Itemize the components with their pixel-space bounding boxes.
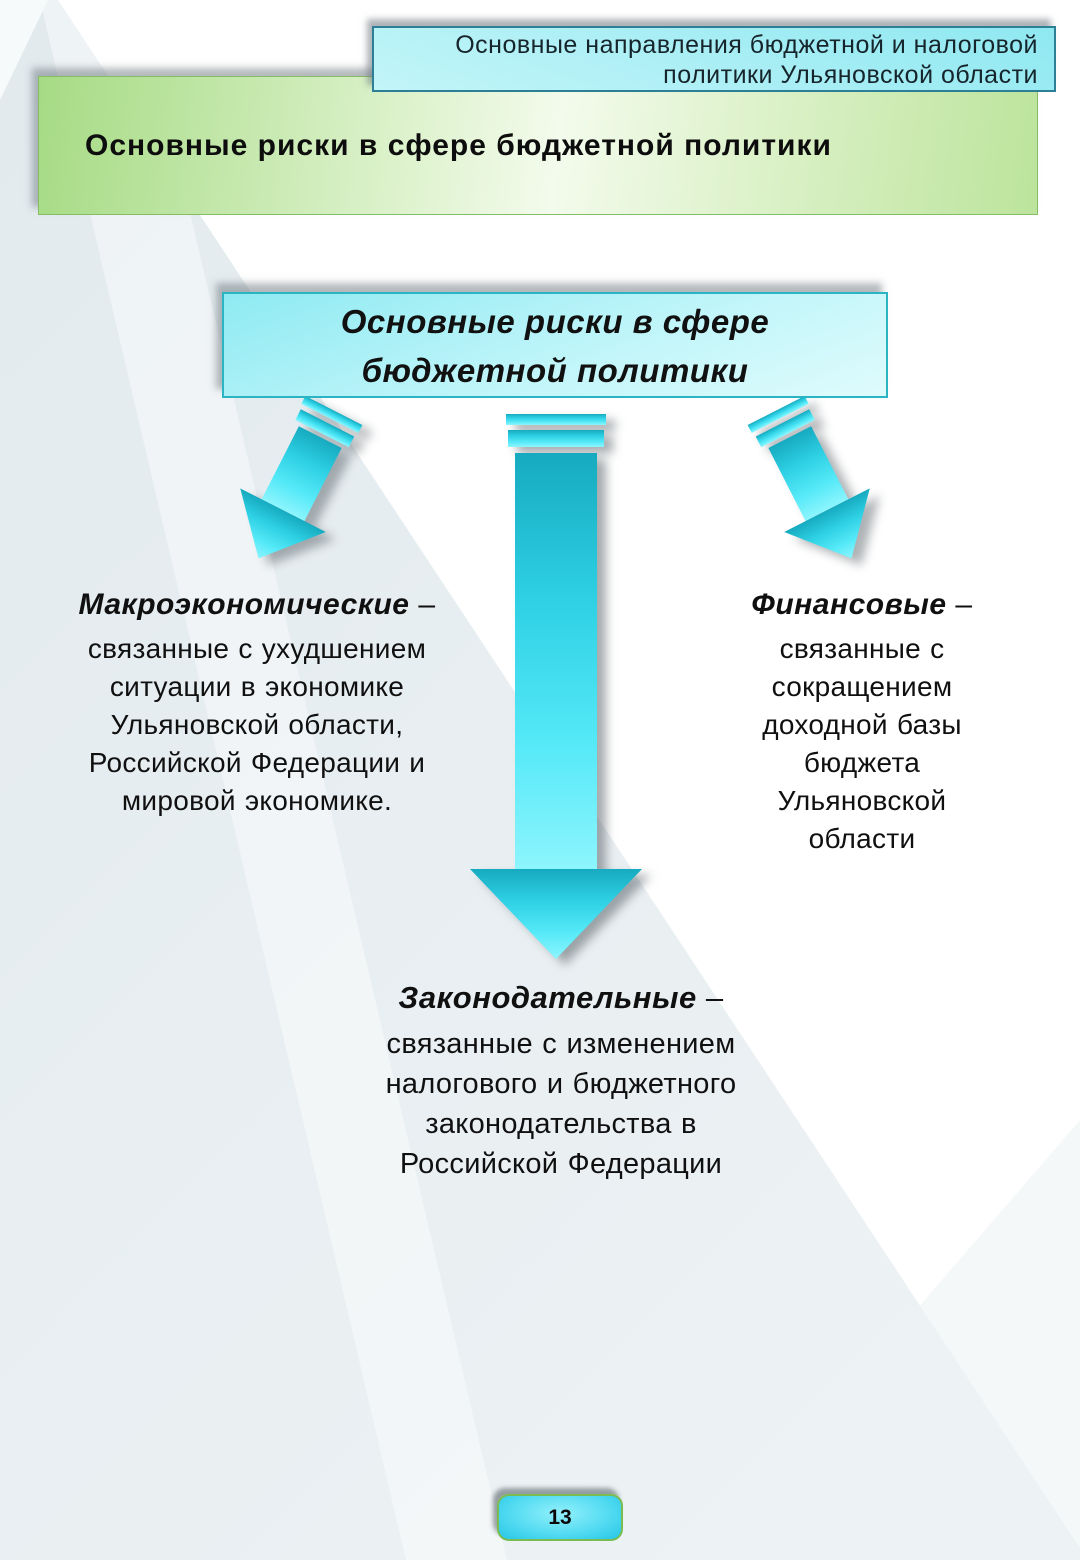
branch-macroeconomic-line: ситуации в экономике: [109, 671, 405, 702]
branch-legislative: Законодательные – связанные с изменением…: [298, 980, 824, 1184]
central-risks-line1: Основные риски в сфере: [340, 303, 770, 340]
page-title: Основные риски в сфере бюджетной политик…: [85, 128, 832, 162]
branch-macroeconomic-line: Ульяновской области,: [110, 709, 404, 740]
page-number: 13: [548, 1505, 572, 1529]
branch-financial-title: Финансовые –: [751, 588, 973, 621]
branch-macroeconomic-line: связанные с ухудшением: [87, 633, 427, 664]
branch-macroeconomic-line: мировой экономике.: [121, 785, 393, 816]
branch-financial-line: сокращением: [771, 671, 953, 702]
document-header-line1: Основные направления бюджетной и налогов…: [455, 31, 1038, 59]
branch-legislative-line: законодательства в: [425, 1108, 697, 1140]
down-right-arrow-icon: [747, 395, 870, 573]
branch-legislative-line: Российской Федерации: [399, 1148, 723, 1180]
document-header-banner: Основные направления бюджетной и налогов…: [372, 26, 1056, 92]
page-number-badge: 13: [497, 1494, 623, 1541]
page-title-banner: Основные риски в сфере бюджетной политик…: [38, 76, 1038, 215]
branch-legislative-title: Законодательные –: [398, 980, 724, 1015]
branch-macroeconomic: Макроэкономические – связанные с ухудшен…: [36, 588, 478, 820]
branch-financial: Финансовые – связанные с сокращением дох…: [690, 588, 1034, 858]
down-center-arrow-icon: [470, 414, 642, 959]
branch-legislative-line: связанные с изменением: [386, 1028, 736, 1060]
branch-macroeconomic-line: Российской Федерации и: [88, 747, 426, 778]
dash: –: [409, 588, 436, 621]
central-risks-box: Основные риски в сфере бюджетной политик…: [222, 292, 888, 398]
branch-legislative-line: налогового и бюджетного: [385, 1068, 737, 1100]
document-header-line2: политики Ульяновской области: [663, 61, 1038, 89]
branch-financial-line: связанные с: [779, 633, 945, 664]
branch-financial-line: области: [808, 823, 916, 854]
dash: –: [696, 980, 724, 1015]
dash: –: [946, 588, 973, 621]
branch-financial-line: бюджета: [803, 747, 921, 778]
branch-financial-line: доходной базы: [762, 709, 962, 740]
branch-financial-line: Ульяновской: [777, 785, 947, 816]
branch-macroeconomic-title: Макроэкономические –: [78, 588, 436, 621]
central-risks-line2: бюджетной политики: [361, 352, 749, 389]
down-left-arrow-icon: [240, 395, 363, 573]
